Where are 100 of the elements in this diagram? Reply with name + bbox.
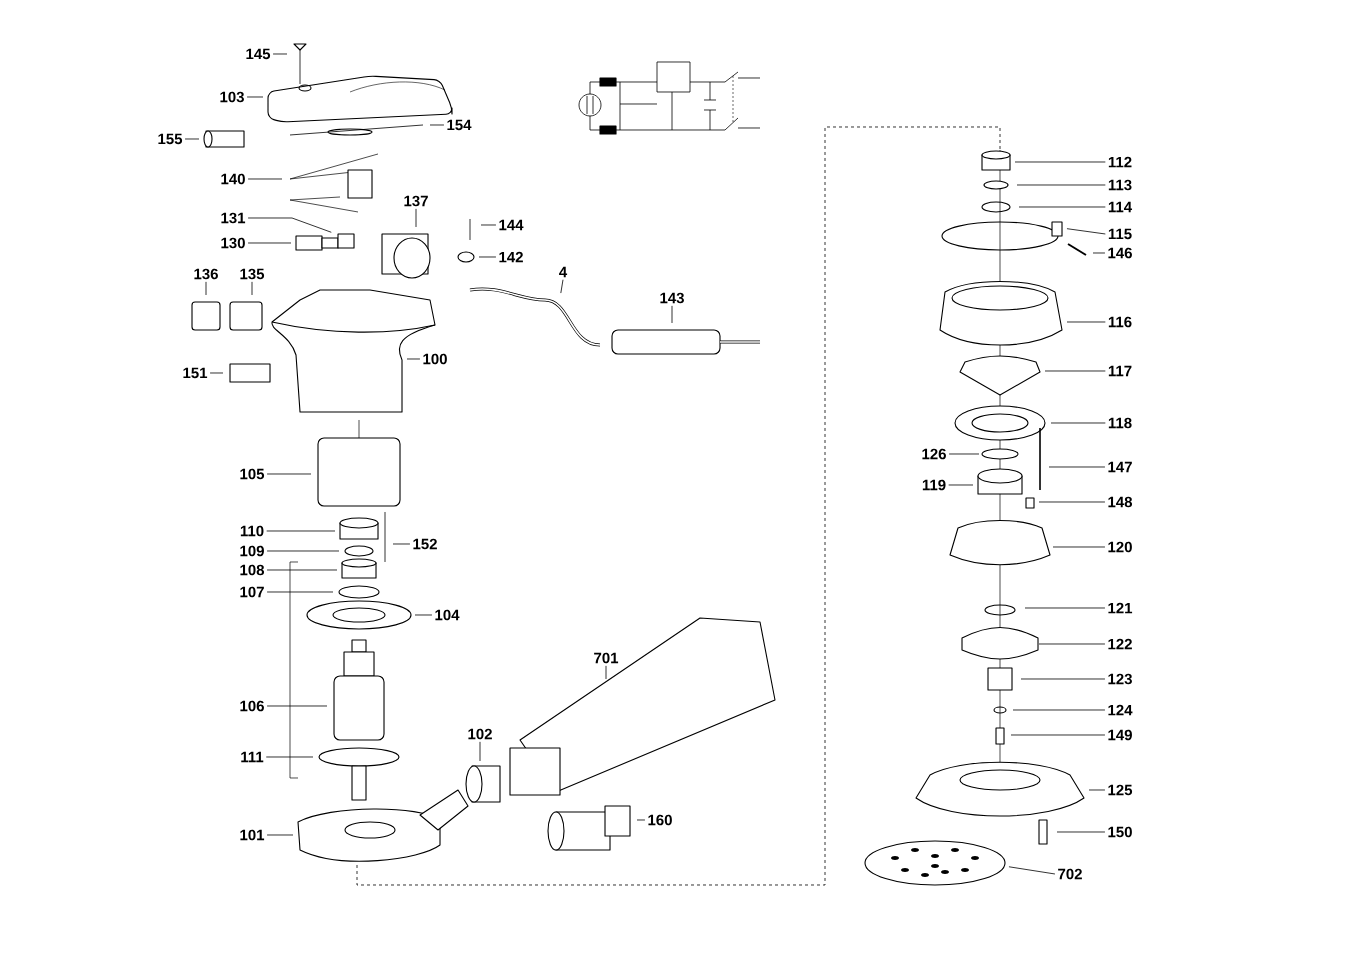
callout-number: 100	[423, 353, 447, 365]
callout-number: 142	[499, 251, 523, 263]
leader-line	[414, 614, 433, 616]
callout-number: 154	[447, 119, 472, 131]
leader-line	[209, 372, 224, 374]
leader-line	[247, 242, 292, 244]
callout-number: 136	[194, 268, 218, 280]
callout-number: 160	[648, 814, 672, 826]
callout-number: 121	[1108, 602, 1133, 614]
leader-line	[1088, 789, 1106, 791]
leader-line	[205, 281, 207, 296]
callout-number: 135	[240, 268, 265, 280]
leader-line	[429, 124, 445, 126]
callout-number: 111	[241, 751, 264, 763]
leader-line	[415, 208, 417, 228]
leader-line	[246, 96, 264, 98]
leader-line	[1038, 643, 1106, 645]
leader-line	[272, 53, 288, 55]
callout-number: 106	[240, 700, 264, 712]
leader-line	[479, 741, 481, 762]
callout-number: 116	[1108, 316, 1132, 328]
leader-line	[671, 305, 673, 324]
callout-number: 109	[240, 545, 264, 557]
leader-line	[948, 453, 980, 455]
callout-number: 146	[1108, 247, 1132, 259]
callout-number: 112	[1108, 156, 1132, 168]
callout-number: 4	[559, 266, 568, 278]
callout-number: 122	[1108, 638, 1132, 650]
leader-line	[265, 756, 314, 758]
leader-line	[560, 279, 564, 294]
leader-line	[1066, 321, 1106, 323]
callout-number: 103	[220, 91, 244, 103]
callout-number: 148	[1108, 496, 1133, 508]
leader-line	[406, 358, 421, 360]
leader-line	[1052, 546, 1106, 548]
leader-line	[1018, 206, 1106, 208]
leader-line	[266, 591, 334, 593]
leader-line	[184, 138, 200, 140]
leader-line	[392, 543, 411, 545]
leader-line	[1024, 607, 1106, 609]
leader-line	[247, 217, 332, 233]
leader-line	[480, 224, 497, 226]
callout-number: 101	[240, 829, 265, 841]
callout-number: 701	[594, 652, 619, 664]
leader-line	[1020, 678, 1106, 680]
leader-line	[266, 473, 312, 475]
leader-line	[266, 530, 336, 532]
leader-line	[1050, 422, 1106, 424]
callout-number: 117	[1108, 365, 1132, 377]
callout-number: 125	[1108, 784, 1133, 796]
leader-line	[266, 834, 294, 836]
callout-number: 113	[1108, 179, 1132, 191]
leader-line	[266, 705, 328, 707]
leader-line	[1044, 370, 1106, 372]
callout-number: 152	[413, 538, 437, 550]
leader-line	[247, 178, 283, 180]
leader-line	[1092, 252, 1106, 254]
leader-line	[1010, 734, 1106, 736]
callout-number: 131	[221, 212, 246, 224]
callout-number: 145	[246, 48, 271, 60]
callout-number: 137	[404, 195, 428, 207]
callout-number: 126	[922, 448, 946, 460]
callout-number: 155	[158, 133, 183, 145]
leader-line	[1016, 184, 1106, 186]
leader-line	[605, 665, 607, 680]
callout-number: 114	[1108, 201, 1133, 213]
callout-number: 143	[660, 292, 684, 304]
leader-line	[1012, 709, 1106, 711]
leader-line	[266, 550, 340, 552]
leader-line	[1056, 831, 1106, 833]
callout-number: 119	[922, 479, 946, 491]
callout-number: 120	[1108, 541, 1132, 553]
leader-line	[251, 281, 253, 296]
callout-number: 150	[1108, 826, 1132, 838]
callout-number: 123	[1108, 673, 1132, 685]
callout-number: 102	[468, 728, 492, 740]
leader-line	[1014, 161, 1106, 163]
callout-number: 107	[240, 586, 264, 598]
leader-line	[1038, 501, 1106, 503]
callout-number: 110	[240, 525, 264, 537]
callout-number: 147	[1108, 461, 1132, 473]
leader-line	[478, 256, 497, 258]
callout-number: 104	[435, 609, 460, 621]
callout-number: 149	[1108, 729, 1132, 741]
leader-line	[948, 484, 974, 486]
leader-line	[1048, 466, 1106, 468]
callout-number: 118	[1108, 417, 1132, 429]
leader-line	[636, 819, 646, 821]
leader-line	[266, 569, 338, 571]
leader-line	[1066, 228, 1106, 235]
callout-number: 115	[1108, 228, 1132, 240]
callout-number: 144	[499, 219, 524, 231]
callout-number: 124	[1108, 704, 1133, 716]
callout-number: 702	[1058, 868, 1082, 880]
callout-number: 130	[221, 237, 245, 249]
callout-number: 140	[221, 173, 245, 185]
callout-number: 105	[240, 468, 265, 480]
callout-number: 151	[183, 367, 208, 379]
callout-number: 108	[240, 564, 265, 576]
leader-line	[1008, 866, 1056, 875]
